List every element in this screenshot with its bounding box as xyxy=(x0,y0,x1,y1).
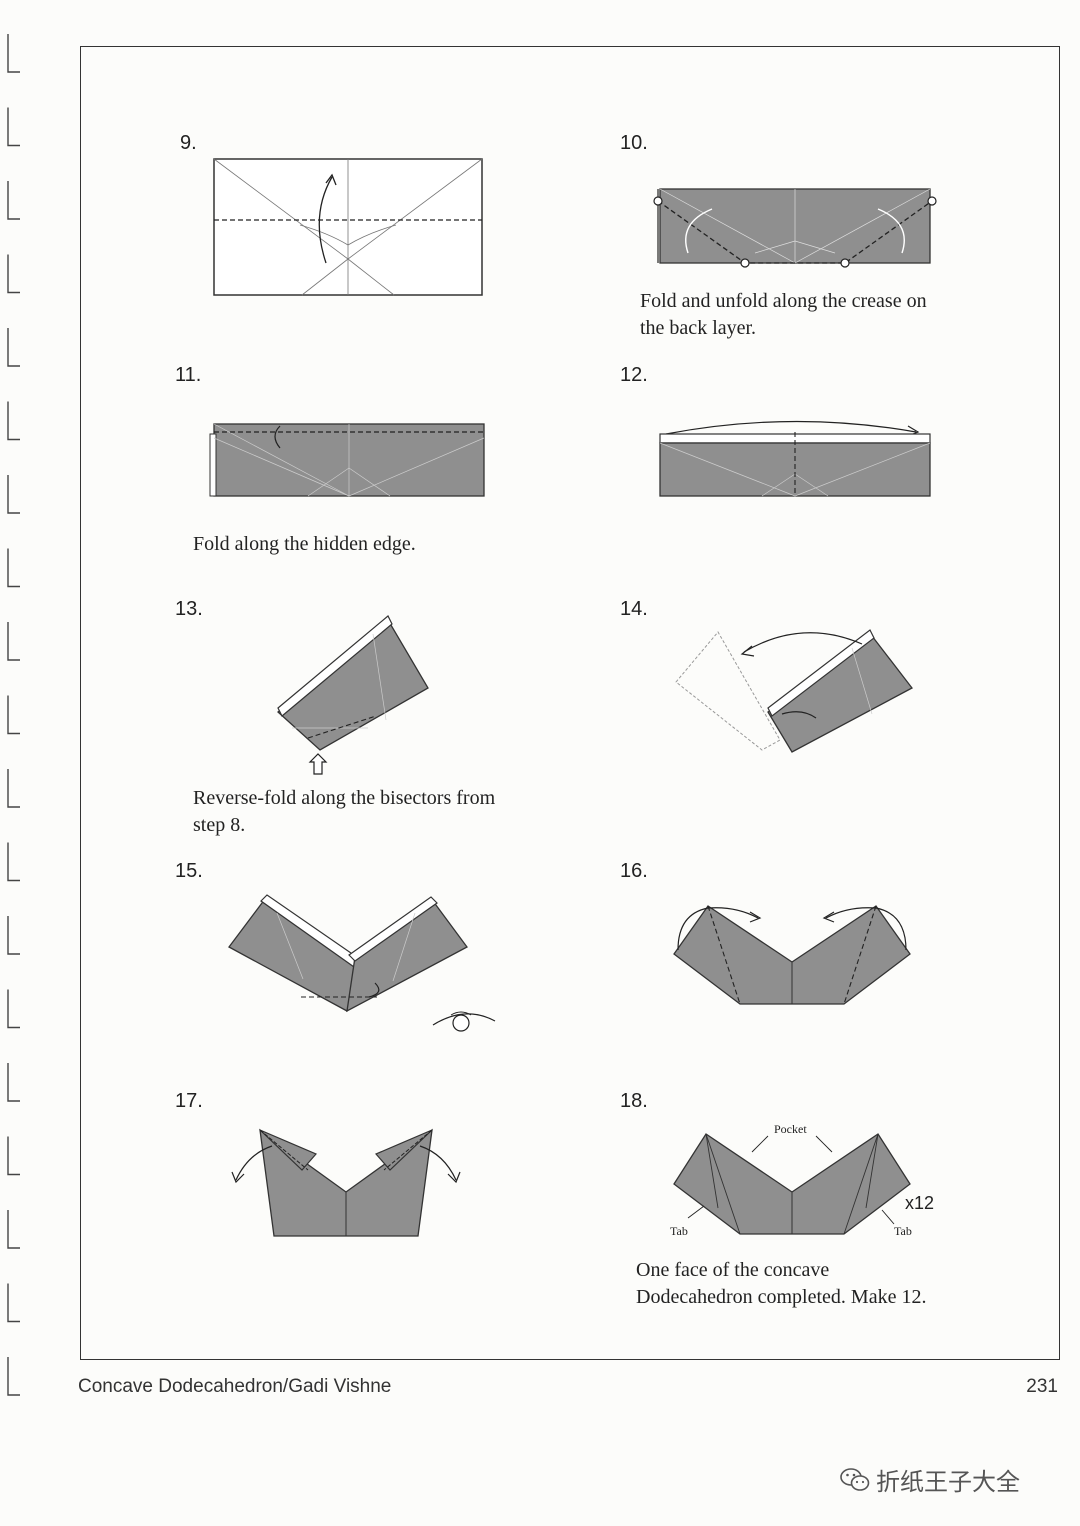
binding-mark xyxy=(7,328,20,367)
step-10-caption: Fold and unfold along the crease on the … xyxy=(640,288,927,342)
step-11-diagram xyxy=(209,423,485,497)
binding-mark xyxy=(7,695,20,735)
step-11-caption: Fold along the hidden edge. xyxy=(193,531,416,558)
step-14-number: 14. xyxy=(620,598,648,620)
step-11-number: 11. xyxy=(175,364,202,386)
page-frame xyxy=(80,46,1060,1360)
binding-mark xyxy=(7,475,20,514)
binding-mark xyxy=(7,1210,20,1249)
step-9-number: 9. xyxy=(180,132,197,154)
step-10-diagram xyxy=(653,188,937,268)
step-13-diagram xyxy=(277,615,429,775)
binding-mark xyxy=(7,181,20,220)
watermark-text: 折纸王子大全 xyxy=(876,1468,1020,1496)
binding-mark xyxy=(7,34,20,73)
binding-mark xyxy=(7,1357,20,1396)
binding-mark xyxy=(7,254,20,294)
binding-mark xyxy=(7,769,20,808)
step-10-number: 10. xyxy=(620,132,648,154)
step-13-caption: Reverse-fold along the bisectors from st… xyxy=(193,785,495,839)
step-18-caption: One face of the concave Dodecahedron com… xyxy=(636,1257,926,1311)
footer-title: Concave Dodecahedron/Gadi Vishne xyxy=(78,1376,392,1397)
step-16-number: 16. xyxy=(620,860,648,882)
step-10-caption-line-2: the back layer. xyxy=(640,317,757,339)
step-17-diagram xyxy=(231,1128,461,1237)
step-15-diagram xyxy=(228,894,496,1032)
watermark: 折纸王子大全 xyxy=(840,1462,1020,1497)
multiplier-label: x12 xyxy=(905,1193,935,1213)
tab-right-label: Tab xyxy=(894,1224,912,1238)
wechat-icon xyxy=(840,1467,870,1491)
step-13-number: 13. xyxy=(175,598,203,620)
binding-mark xyxy=(7,1283,20,1323)
step-16-diagram xyxy=(673,905,911,1005)
step-18-number: 18. xyxy=(620,1090,648,1112)
step-9-diagram xyxy=(213,158,483,296)
step-17-number: 17. xyxy=(175,1090,203,1112)
step-18-diagram xyxy=(673,1133,911,1235)
step-12-diagram xyxy=(659,420,931,497)
step-18-caption-line-1: One face of the concave xyxy=(636,1259,830,1281)
binding-marks xyxy=(7,34,20,1396)
binding-mark xyxy=(7,1136,20,1176)
binding-mark xyxy=(7,107,20,147)
binding-mark xyxy=(7,401,20,441)
binding-mark xyxy=(7,1063,20,1102)
tab-left-label: Tab xyxy=(670,1224,688,1238)
step-14-diagram xyxy=(675,629,913,753)
page-number: 231 xyxy=(1026,1376,1058,1397)
step-13-caption-line-1: Reverse-fold along the bisectors from xyxy=(193,787,496,809)
step-11-caption-line-1: Fold along the hidden edge. xyxy=(193,533,416,555)
step-13-caption-line-2: step 8. xyxy=(193,814,246,836)
binding-mark xyxy=(7,916,20,955)
pocket-label: Pocket xyxy=(774,1122,807,1136)
step-18-caption-line-2: Dodecahedron completed. Make 12. xyxy=(636,1286,927,1308)
binding-mark xyxy=(7,548,20,588)
step-15-number: 15. xyxy=(175,860,203,882)
step-12-number: 12. xyxy=(620,364,648,386)
step-10-caption-line-1: Fold and unfold along the crease on xyxy=(640,290,927,312)
binding-mark xyxy=(7,989,20,1029)
binding-mark xyxy=(7,842,20,882)
binding-mark xyxy=(7,622,20,661)
